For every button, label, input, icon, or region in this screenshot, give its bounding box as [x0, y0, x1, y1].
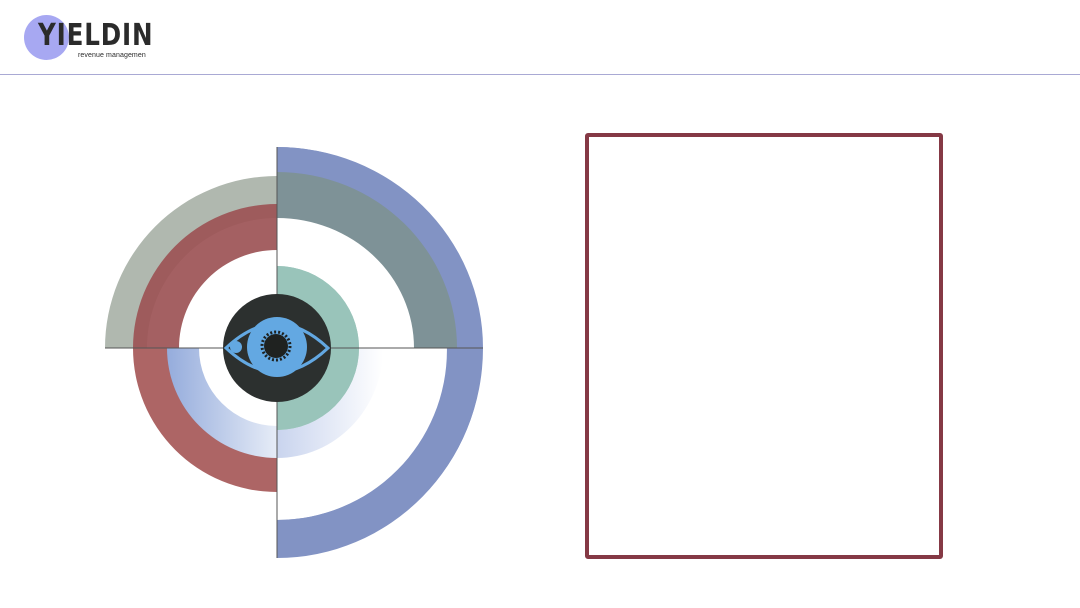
logo-subtitle: revenue managemen: [78, 52, 146, 59]
eye-icon: [223, 317, 331, 377]
arc-grayblue: [277, 172, 457, 348]
yieldin-logo: YIELDIN revenue managemen: [22, 14, 154, 64]
arc-faint-blue: [277, 348, 383, 458]
header: YIELDIN revenue managemen: [0, 0, 1080, 74]
arc-blue-outer-top: [277, 147, 483, 348]
header-divider: [0, 74, 1080, 75]
arc-lightblue-bottom: [167, 348, 277, 458]
arc-red-top: [133, 204, 277, 348]
radial-eye-graphic: [105, 147, 483, 558]
logo-text: YIELDIN: [38, 18, 154, 53]
arc-blue-outer-bottom: [277, 348, 483, 558]
logo-circle: [24, 15, 69, 60]
empty-content-frame: [585, 133, 943, 559]
